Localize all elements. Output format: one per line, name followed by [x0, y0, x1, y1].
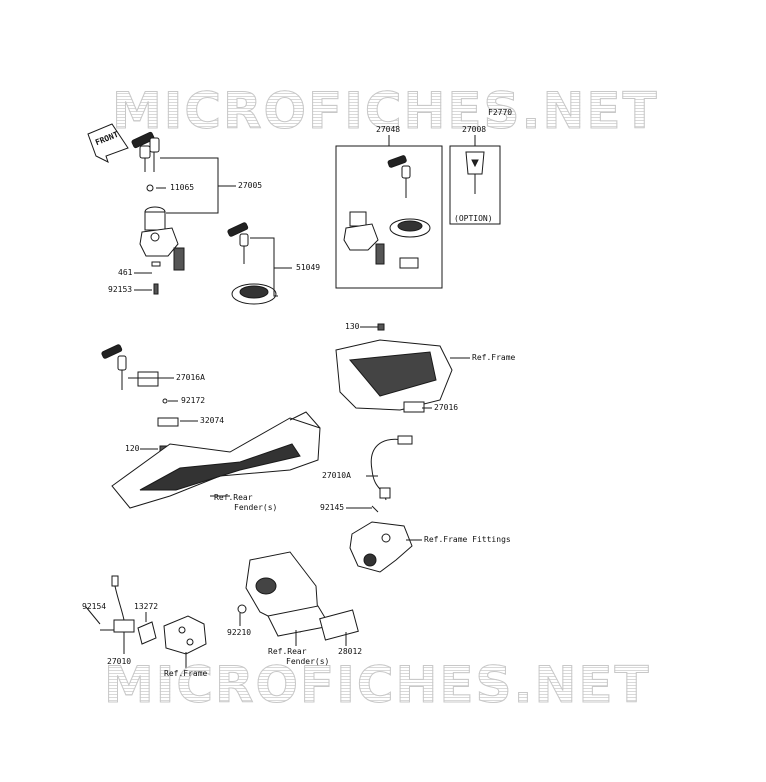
- part-label: 27016: [434, 403, 459, 412]
- part-label: 92153: [108, 285, 133, 294]
- figure-code: F2770: [488, 108, 513, 117]
- rear-fender-icon: [111, 411, 321, 509]
- part-label: 92154: [82, 602, 107, 611]
- part-label: 27016A: [176, 373, 205, 382]
- leader-lines: [250, 237, 278, 297]
- nut-icon: [237, 604, 247, 614]
- frame-bracket-icon: [335, 339, 453, 413]
- part-label: 13272: [134, 602, 159, 611]
- part-label: 120: [125, 444, 140, 453]
- part-label: 27048: [376, 125, 401, 134]
- ref-label: Fender(s): [286, 657, 330, 666]
- cable-guide-icon: [157, 417, 179, 427]
- screw-icon: [371, 505, 379, 513]
- ref-label: Ref.Rear: [268, 647, 307, 656]
- bolt-icon: [377, 323, 385, 331]
- part-label: (OPTION): [454, 214, 493, 223]
- transponder-key-icon: [465, 151, 485, 194]
- fuel-cap-icon: [389, 218, 431, 269]
- ref-label: Ref.Rear: [214, 493, 253, 502]
- leader-lines: [85, 606, 101, 625]
- seat-switch-wire-icon: [370, 435, 413, 501]
- part-label: 92210: [227, 628, 252, 637]
- part-label: 28012: [338, 647, 363, 656]
- ref-label: Fender(s): [234, 503, 278, 512]
- key-icon: [101, 344, 127, 390]
- seal-icon: [137, 621, 157, 645]
- frame-fitting-icon: [349, 521, 413, 573]
- part-label: 27005: [238, 181, 263, 190]
- ignition-switch-icon: [343, 211, 385, 265]
- part-label: 130: [345, 322, 360, 331]
- part-label: 27010A: [322, 471, 351, 480]
- frame-bracket-icon: [163, 615, 207, 655]
- front-arrow: [87, 123, 129, 163]
- part-label: 92172: [181, 396, 206, 405]
- watermark-text: MICROFICHES.NET: [104, 656, 651, 714]
- part-label: 32074: [200, 416, 225, 425]
- fuel-cap-icon: [231, 283, 277, 305]
- bolt-icon: [153, 283, 159, 295]
- ignition-switch-icon: [139, 206, 185, 271]
- key-icon: [227, 222, 249, 264]
- part-label: 461: [118, 268, 133, 277]
- part-label: 11065: [170, 183, 195, 192]
- nut-icon: [151, 261, 161, 267]
- seat-switch-icon: [100, 575, 135, 633]
- part-label: 51049: [296, 263, 321, 272]
- screw-icon: [162, 398, 168, 404]
- ref-label: Ref.Frame: [164, 669, 208, 678]
- collar-icon: [146, 184, 154, 192]
- key-icon: [131, 131, 160, 172]
- part-label: 27010: [107, 657, 132, 666]
- ref-label: Ref.Frame Fittings: [424, 535, 511, 544]
- part-label: 27008: [462, 125, 487, 134]
- watermark-text: MICROFICHES.NET: [112, 82, 659, 140]
- part-label: 92145: [320, 503, 345, 512]
- key-icon: [387, 155, 411, 198]
- ref-label: Ref.Frame: [472, 353, 516, 362]
- seat-lock-icon: [137, 371, 159, 387]
- leader-lines: [134, 157, 236, 291]
- license-bracket-icon: [245, 551, 359, 641]
